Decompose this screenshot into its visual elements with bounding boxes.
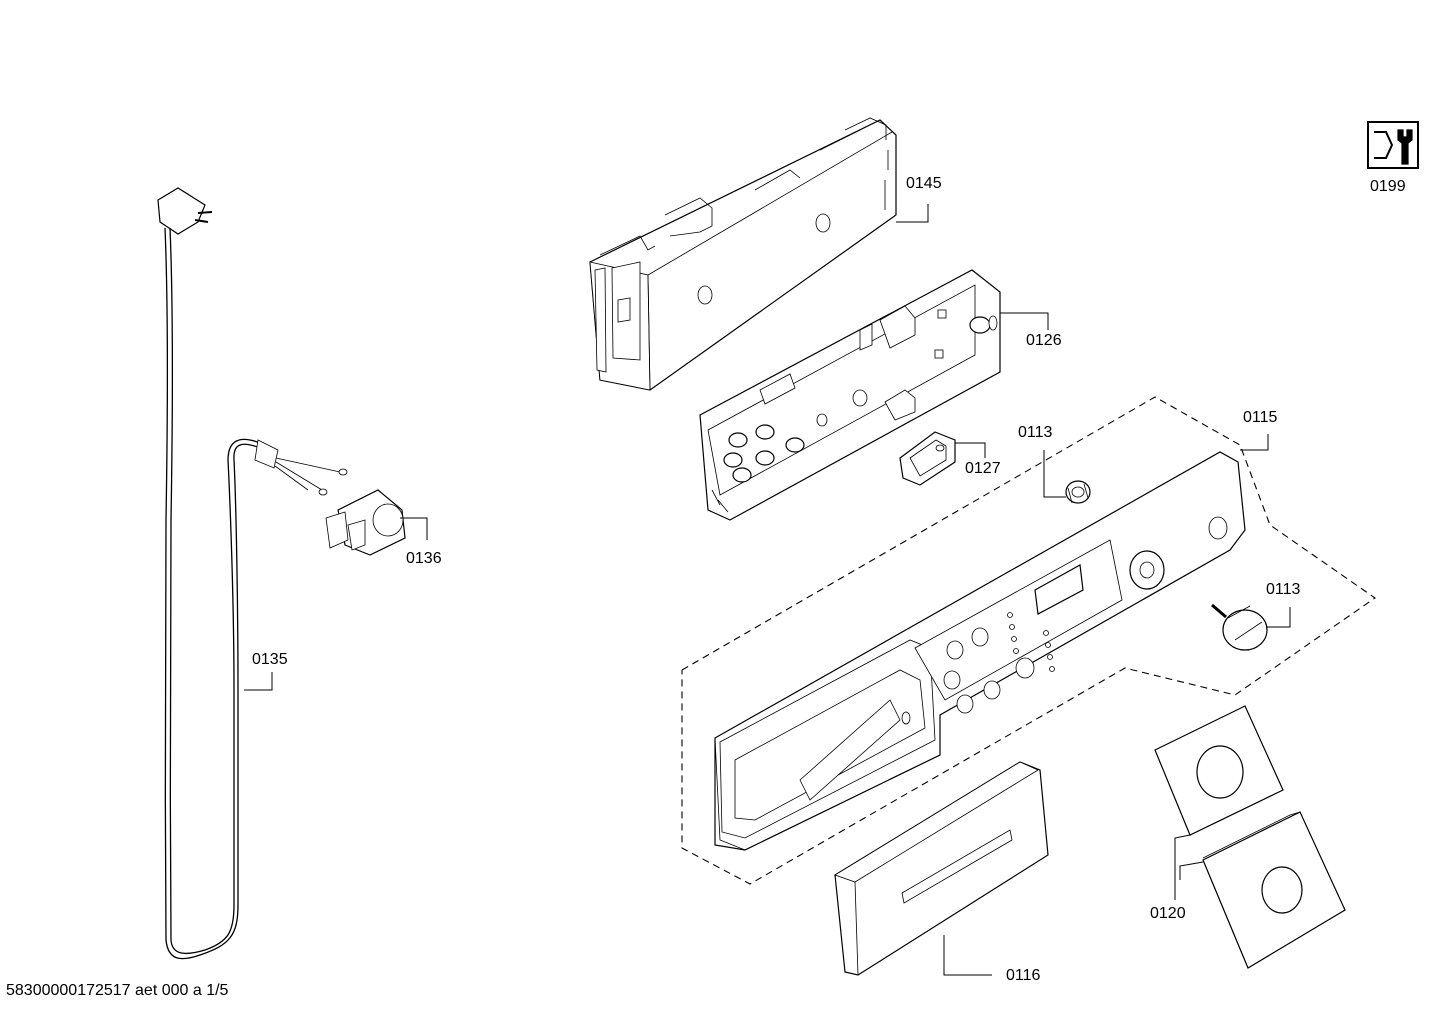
part-0120-cover-plate	[1154, 705, 1284, 836]
label-0145: 0145	[906, 175, 942, 192]
label-0113-cap: 0113	[1018, 424, 1053, 441]
part-0115-panel	[714, 451, 1246, 851]
tool-wrench-icon	[1367, 121, 1419, 169]
part-0127-button	[899, 431, 956, 486]
label-0136: 0136	[406, 550, 442, 567]
label-0127: 0127	[965, 460, 1001, 477]
part-0126-board	[699, 269, 1001, 521]
part-0136-filter	[325, 489, 406, 556]
part-0116-drawer	[834, 761, 1049, 976]
label-0120: 0120	[1150, 905, 1186, 922]
part-0113-knob	[1211, 603, 1268, 651]
part-0120-cover-frame	[1202, 811, 1346, 969]
label-0126: 0126	[1026, 332, 1062, 349]
label-0113-knob: 0113	[1266, 581, 1301, 598]
part-0113-knob-cap	[1065, 480, 1091, 504]
label-0115: 0115	[1243, 409, 1278, 426]
part-0135-cable	[157, 187, 348, 960]
part-0145-housing	[589, 117, 897, 391]
label-0116: 0116	[1006, 967, 1041, 984]
document-footer-id: 58300000172517 aet 000 a 1/5	[6, 982, 229, 999]
label-0135: 0135	[252, 651, 288, 668]
label-0199: 0199	[1370, 178, 1406, 195]
